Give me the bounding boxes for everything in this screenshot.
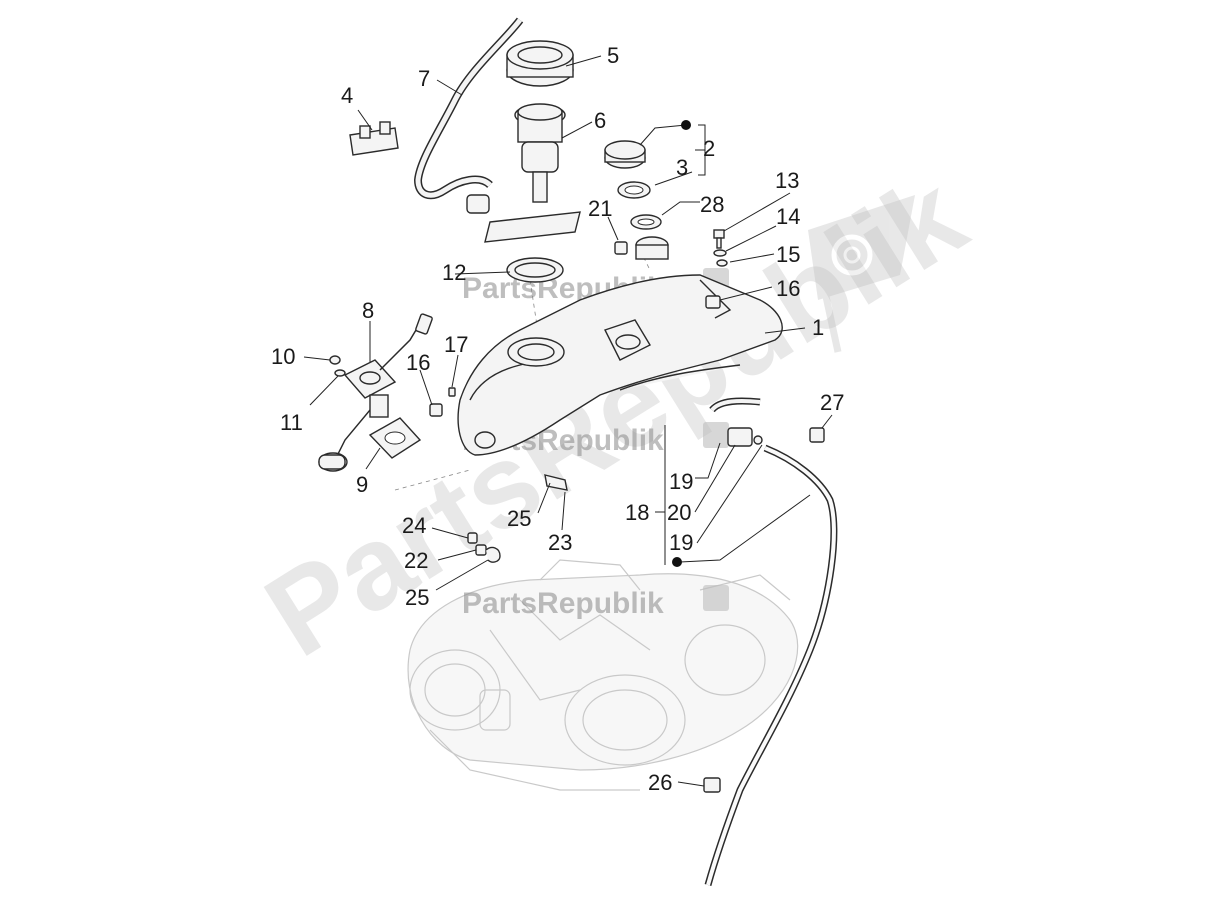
part-8-level-sender (318, 313, 433, 472)
callout-23: 23 (548, 530, 572, 555)
callout-9: 9 (356, 472, 368, 497)
callout-4: 4 (341, 83, 353, 108)
callout-2: 2 (703, 136, 715, 161)
part-15-bush (716, 259, 728, 267)
callout-24: 24 (402, 513, 426, 538)
engine-ghost (407, 559, 799, 791)
part-17-clip (448, 387, 456, 397)
callout-16-left: 16 (406, 350, 430, 375)
callout-5: 5 (607, 43, 619, 68)
part-16-clip-right (705, 295, 721, 309)
callout-27: 27 (820, 390, 844, 415)
callout-13: 13 (775, 168, 799, 193)
part-10-nut (329, 355, 341, 365)
part-4-clips (349, 121, 399, 156)
callout-25-top: 25 (507, 506, 531, 531)
callout-3: 3 (676, 155, 688, 180)
part-25-hose-fitting (485, 546, 501, 563)
callout-12: 12 (442, 260, 466, 285)
filler-neck (635, 236, 669, 260)
callout-10: 10 (271, 344, 295, 369)
callout-8: 8 (362, 298, 374, 323)
part-7-hose (413, 17, 524, 214)
callout-1: 1 (812, 315, 824, 340)
callout-22: 22 (404, 548, 428, 573)
watermark-label-3: PartsRepublik (462, 585, 729, 620)
part-28-gasket (630, 214, 662, 230)
part-23-clip (544, 474, 568, 491)
part-6-fuel-pump (484, 103, 581, 243)
watermark-flag-logo (808, 195, 915, 353)
part-13-bolt (713, 229, 725, 249)
part-19-long-hose (704, 444, 838, 886)
callout-7: 7 (418, 66, 430, 91)
callout-25-bottom: 25 (405, 585, 429, 610)
part-12-seal (506, 257, 564, 283)
callout-11: 11 (280, 410, 303, 435)
callout-26: 26 (648, 770, 672, 795)
part-18-valve (709, 397, 763, 447)
callout-20: 20 (667, 500, 691, 525)
part-5-ring-nut (506, 40, 574, 87)
part-2-cap (604, 140, 646, 169)
part-26-clip (703, 777, 721, 793)
part-27-clip (809, 427, 825, 443)
part-22-connector (475, 544, 487, 556)
part-21 (614, 241, 628, 255)
callout-14: 14 (776, 204, 800, 229)
part-9-gasket (368, 417, 422, 459)
callout-labels: 1 2 3 4 5 6 7 8 9 10 11 12 13 14 15 16 1… (271, 43, 844, 795)
part-24-bolt (467, 532, 478, 544)
callout-19-top: 19 (669, 469, 693, 494)
fuel-tank-part (457, 274, 783, 456)
callout-15: 15 (776, 242, 800, 267)
callout-19-bottom: 19 (669, 530, 693, 555)
part-11-washer (334, 369, 346, 377)
callout-6: 6 (594, 108, 606, 133)
callout-21: 21 (588, 196, 612, 221)
callout-17: 17 (444, 332, 468, 357)
callout-28: 28 (700, 192, 724, 217)
part-3-ring (617, 181, 651, 199)
callout-16-right: 16 (776, 276, 800, 301)
svg-text:PartsRepublik: PartsRepublik (462, 587, 664, 620)
part-14-washer (713, 249, 727, 257)
callout-18: 18 (625, 500, 649, 525)
part-16-clip-left (429, 403, 443, 417)
leader-lines (303, 55, 833, 787)
